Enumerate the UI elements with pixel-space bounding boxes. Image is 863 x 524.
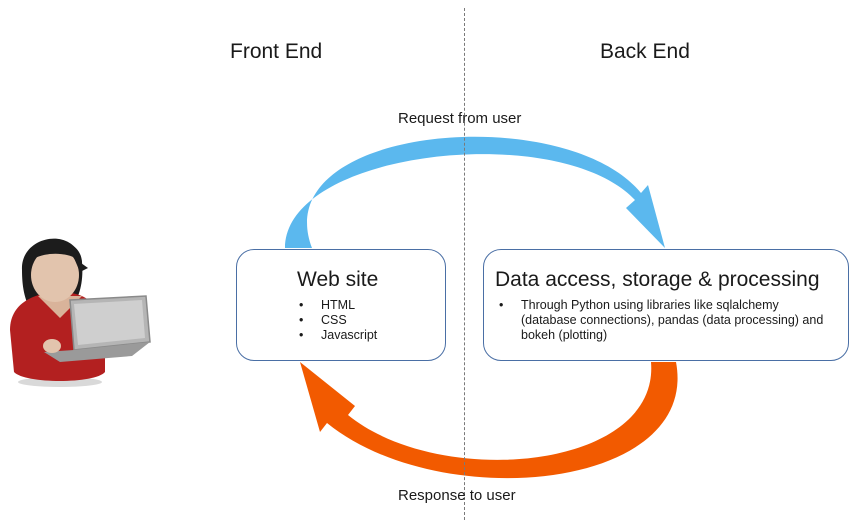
list-item: HTML	[297, 298, 437, 313]
backend-bullet-list: Through Python using libraries like sqla…	[497, 298, 837, 343]
list-item: CSS	[297, 313, 437, 328]
user-with-laptop-icon	[10, 238, 151, 387]
request-label: Request from user	[398, 110, 522, 127]
front-back-divider	[464, 8, 465, 520]
front-end-heading: Front End	[230, 40, 323, 63]
backend-box: Data access, storage & processing Throug…	[483, 249, 849, 361]
request-arrow	[285, 136, 665, 248]
website-bullet-list: HTML CSS Javascript	[297, 298, 437, 343]
website-box-title: Web site	[297, 268, 379, 291]
list-item: Through Python using libraries like sqla…	[497, 298, 837, 343]
back-end-heading: Back End	[600, 40, 690, 63]
response-label: Response to user	[398, 487, 516, 504]
response-arrow	[300, 362, 678, 479]
website-box: Web site HTML CSS Javascript	[236, 249, 446, 361]
backend-box-title: Data access, storage & processing	[495, 268, 820, 291]
list-item: Javascript	[297, 328, 437, 343]
